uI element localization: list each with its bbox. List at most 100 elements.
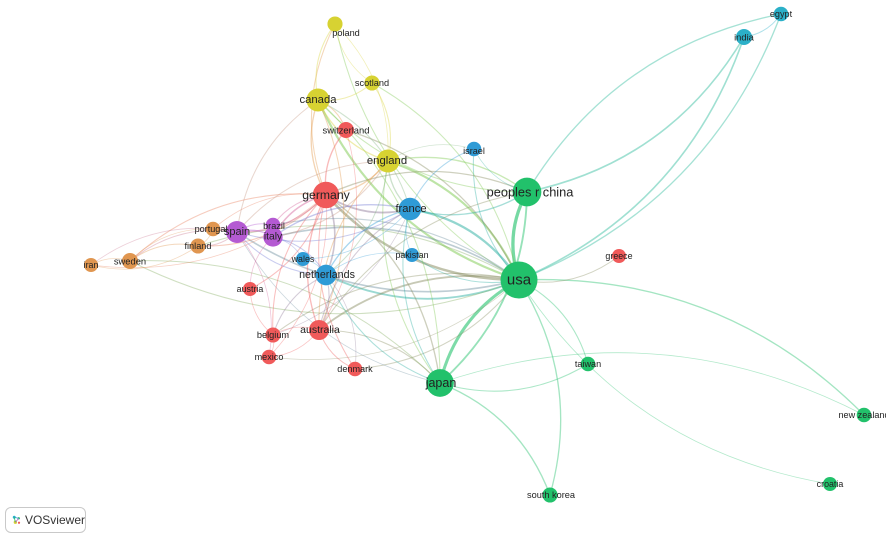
node-label-new-zealand[interactable]: new zealand — [838, 410, 886, 420]
node-label-mexico[interactable]: mexico — [255, 352, 284, 362]
node-label-canada[interactable]: canada — [299, 94, 337, 106]
node-portugal[interactable] — [205, 221, 221, 237]
link-netherlands-denmark — [325, 274, 357, 370]
node-austria[interactable] — [242, 281, 258, 297]
node-label-finland[interactable]: finland — [184, 241, 211, 251]
node-label-taiwan[interactable]: taiwan — [575, 359, 601, 369]
link-japan-new-zealand — [439, 352, 865, 416]
node-usa[interactable] — [500, 261, 538, 299]
node-label-croatia[interactable]: croatia — [817, 479, 844, 489]
link-switzerland-australia — [318, 129, 357, 331]
link-france-australia — [318, 208, 411, 331]
node-label-austria[interactable]: austria — [237, 284, 264, 294]
node-italy[interactable] — [263, 227, 283, 247]
link-usa-switzerland — [345, 129, 520, 281]
node-denmark[interactable] — [347, 361, 363, 377]
node-label-germany[interactable]: germany — [302, 188, 350, 202]
link-germany-portugal — [212, 193, 327, 230]
node-canada[interactable] — [306, 88, 330, 112]
node-label-poland[interactable]: poland — [332, 28, 360, 38]
node-germany[interactable] — [312, 181, 340, 209]
node-label-denmark[interactable]: denmark — [337, 364, 373, 374]
node-label-france[interactable]: france — [395, 203, 426, 215]
node-label-pakistan[interactable]: pakistan — [395, 250, 428, 260]
link-peoples-r-china-germany — [325, 170, 528, 196]
node-croatia[interactable] — [822, 476, 838, 492]
link-japan-germany — [325, 194, 441, 384]
node-label-netherlands[interactable]: netherlands — [299, 269, 355, 281]
node-label-japan[interactable]: japan — [425, 376, 457, 390]
node-label-australia[interactable]: australia — [300, 324, 340, 336]
node-label-iran[interactable]: iran — [84, 260, 99, 270]
node-label-belgium[interactable]: belgium — [257, 330, 290, 340]
node-japan[interactable] — [426, 369, 454, 397]
link-peoples-r-china-australia — [318, 191, 528, 331]
node-peoples-r-china[interactable] — [512, 177, 542, 207]
link-france-spain — [236, 208, 411, 242]
node-sweden[interactable] — [121, 252, 139, 270]
app-name: VOSviewer — [24, 513, 85, 527]
link-england-netherlands — [325, 160, 389, 276]
link-usa-brazil — [272, 217, 520, 281]
node-egypt[interactable] — [773, 6, 789, 22]
node-greece[interactable] — [611, 248, 627, 264]
node-finland[interactable] — [190, 238, 206, 254]
node-netherlands[interactable] — [315, 264, 337, 286]
node-label-italy[interactable]: italy — [264, 232, 283, 243]
node-belgium[interactable] — [265, 327, 281, 343]
link-peoples-r-china-japan — [439, 191, 528, 384]
node-spain[interactable] — [226, 221, 248, 243]
node-label-south-korea[interactable]: south korea — [527, 490, 576, 500]
node-label-peoples-r-china[interactable]: peoples r china — [487, 185, 575, 200]
vosviewer-badge[interactable]: VOSviewer — [5, 507, 86, 533]
node-israel[interactable] — [466, 141, 482, 157]
node-label-switzerland[interactable]: switzerland — [323, 125, 370, 136]
link-usa-mexico — [268, 279, 520, 360]
node-iran[interactable] — [83, 257, 99, 273]
link-usa-new-zealand — [518, 278, 865, 416]
node-label-greece[interactable]: greece — [605, 251, 632, 261]
link-japan-australia — [318, 329, 441, 384]
link-japan-netherlands — [325, 274, 441, 384]
link-japan-south-korea — [439, 382, 551, 496]
node-label-sweden[interactable]: sweden — [114, 256, 146, 267]
node-england[interactable] — [376, 149, 400, 173]
node-label-scotland[interactable]: scotland — [355, 78, 389, 88]
node-taiwan[interactable] — [580, 356, 596, 372]
link-germany-austria — [249, 194, 327, 290]
node-south-korea[interactable] — [542, 487, 558, 503]
node-france[interactable] — [398, 197, 422, 221]
node-label-usa[interactable]: usa — [507, 272, 532, 289]
node-australia[interactable] — [308, 319, 330, 341]
link-france-canada — [317, 99, 411, 210]
node-label-egypt[interactable]: egypt — [770, 9, 793, 19]
link-usa-denmark — [354, 279, 520, 370]
link-finland-iran — [90, 245, 199, 270]
node-label-israel[interactable]: israel — [463, 146, 485, 156]
link-usa-belgium — [272, 272, 520, 336]
node-switzerland[interactable] — [337, 121, 355, 139]
link-spain-sweden — [129, 229, 238, 262]
link-france-netherlands — [325, 208, 411, 276]
node-brazil[interactable] — [265, 217, 281, 233]
node-label-spain[interactable]: spain — [224, 226, 250, 238]
node-label-brazil[interactable]: brazil — [263, 221, 285, 231]
node-label-wales[interactable]: wales — [291, 254, 315, 264]
node-pakistan[interactable] — [404, 247, 420, 263]
node-mexico[interactable] — [261, 349, 277, 365]
node-label-portugal[interactable]: portugal — [195, 224, 228, 234]
node-poland[interactable] — [327, 16, 343, 32]
node-scotland[interactable] — [364, 75, 380, 91]
node-new-zealand[interactable] — [856, 407, 872, 423]
link-england-italy — [272, 160, 389, 238]
link-spain-netherlands — [236, 231, 327, 276]
node-india[interactable] — [735, 28, 753, 46]
node-label-india[interactable]: india — [734, 32, 755, 43]
link-england-poland — [334, 23, 389, 162]
node-wales[interactable] — [295, 251, 311, 267]
link-layer — [90, 13, 865, 496]
node-label-england[interactable]: england — [367, 155, 407, 167]
link-japan-taiwan — [439, 363, 589, 392]
link-usa-poland — [334, 23, 520, 281]
